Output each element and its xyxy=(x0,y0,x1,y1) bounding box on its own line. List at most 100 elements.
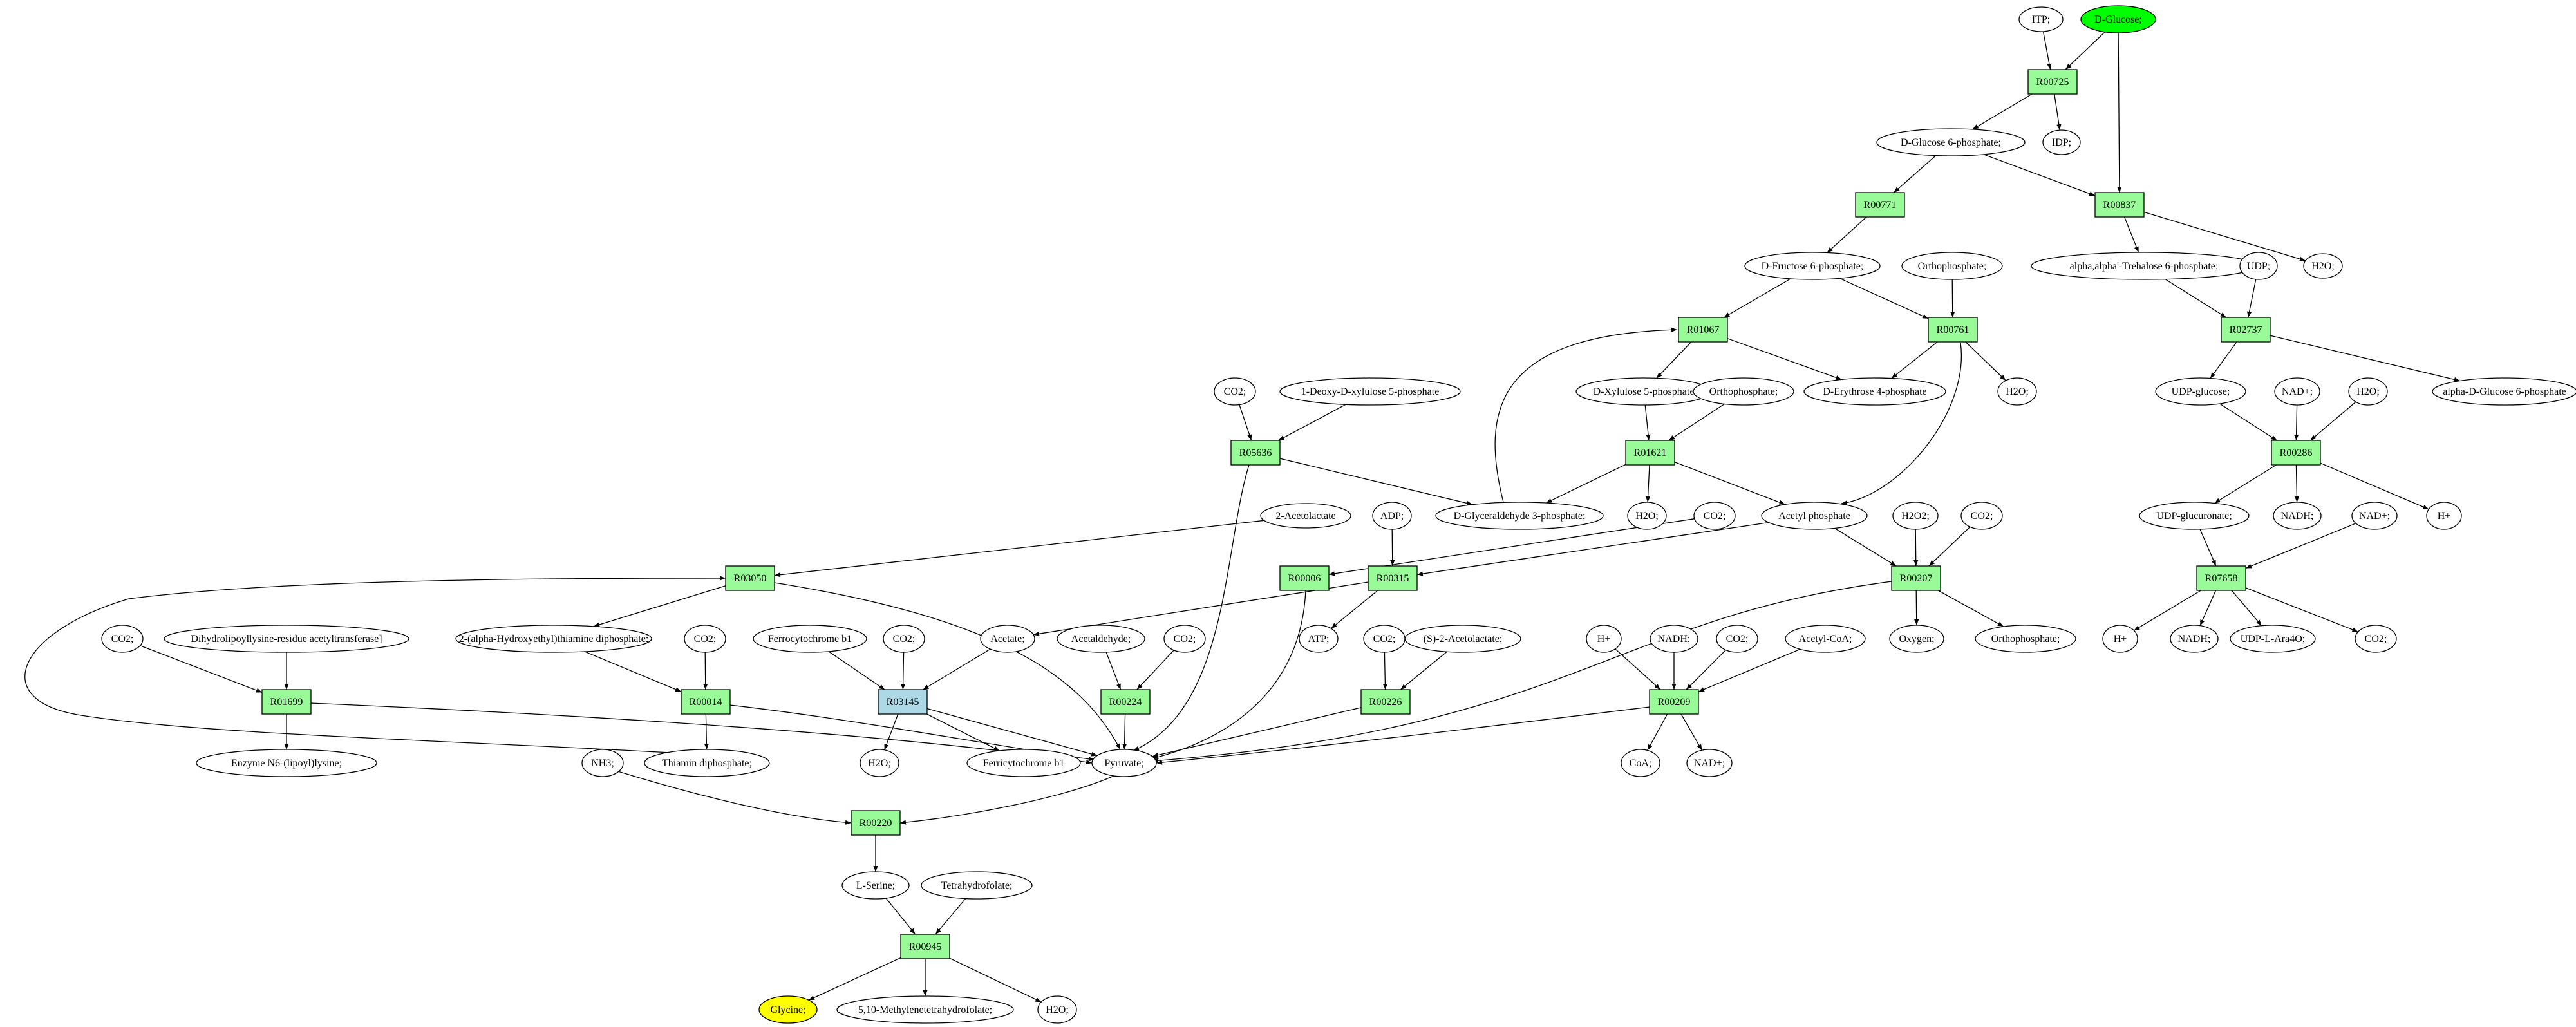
compound-node-udp[interactable]: UDP; xyxy=(2239,252,2278,280)
compound-ellipse xyxy=(1299,625,1339,653)
compound-node-ortho2[interactable]: Orthophosphate; xyxy=(1693,377,1794,406)
edge-co2-5-to-r00014 xyxy=(703,652,708,690)
compound-node-tpp[interactable]: Thiamin diphosphate; xyxy=(644,749,770,777)
compound-node-nadh-2[interactable]: NADH; xyxy=(1650,625,1698,653)
edge-acetate-to-r03145 xyxy=(923,648,991,690)
reaction-node-r00837[interactable]: R00837 xyxy=(2094,192,2145,218)
reaction-node-r00771[interactable]: R00771 xyxy=(1855,192,1905,218)
compound-node-hp-1[interactable]: H+ xyxy=(2426,502,2462,530)
compound-node-udpara[interactable]: UDP-L-Ara4O; xyxy=(2230,625,2316,653)
node-label: 2-Acetolactate xyxy=(1275,511,1335,522)
node-label: R07658 xyxy=(2205,573,2238,584)
compound-node-gap[interactable]: D-Glyceraldehyde 3-phosphate; xyxy=(1435,502,1604,530)
compound-node-hp-2[interactable]: H+ xyxy=(1586,625,1622,653)
compound-node-co2-6[interactable]: CO2; xyxy=(883,625,925,653)
compound-node-udpglc[interactable]: UDP-glucose; xyxy=(2155,377,2246,406)
compound-node-acetolactate[interactable]: 2-Acetolactate xyxy=(1260,503,1351,529)
compound-node-h2o-6[interactable]: H2O; xyxy=(1037,995,1077,1024)
compound-node-dxp[interactable]: 1-Deoxy-D-xylulose 5-phosphate xyxy=(1279,377,1461,406)
compound-node-udpglca[interactable]: UDP-glucuronate; xyxy=(2139,502,2250,530)
compound-node-acetaldehyde[interactable]: Acetaldehyde; xyxy=(1057,625,1145,653)
compound-node-nadh-3[interactable]: NADH; xyxy=(2170,625,2219,653)
compound-node-co2-1[interactable]: CO2; xyxy=(1214,377,1256,406)
compound-node-hetpp[interactable]: 2-(alpha-Hydroxyethyl)thiamine diphospha… xyxy=(455,625,652,653)
reaction-node-r00315[interactable]: R00315 xyxy=(1368,565,1418,591)
compound-node-h2o-3[interactable]: H2O; xyxy=(2348,377,2388,406)
reaction-node-r00226[interactable]: R00226 xyxy=(1360,689,1411,715)
compound-node-acp[interactable]: Acetyl phosphate xyxy=(1761,502,1868,530)
compound-node-h2o-5[interactable]: H2O; xyxy=(860,749,899,777)
compound-node-dlat[interactable]: Dihydrolipoyllysine-residue acetyltransf… xyxy=(164,625,409,653)
compound-node-methf[interactable]: 5,10-Methylenetetrahydrofolate; xyxy=(836,995,1014,1024)
compound-node-adp[interactable]: ADP; xyxy=(1372,502,1412,530)
reaction-node-r00220[interactable]: R00220 xyxy=(851,810,901,836)
compound-node-nad-3[interactable]: NAD+; xyxy=(1686,749,1733,777)
node-label: R00220 xyxy=(860,818,892,829)
reaction-node-r00207[interactable]: R00207 xyxy=(1891,565,1941,591)
compound-node-nadh-1[interactable]: NADH; xyxy=(2273,502,2322,530)
compound-node-g6p[interactable]: D-Glucose 6-phosphate; xyxy=(1876,128,2026,156)
reaction-node-r00014[interactable]: R00014 xyxy=(681,689,731,715)
compound-node-ferrib1[interactable]: Ferricytochrome b1 xyxy=(966,749,1081,777)
compound-node-hp-3[interactable]: H+ xyxy=(2102,625,2138,653)
compound-node-h2o2[interactable]: H2O2; xyxy=(1892,502,1939,530)
reaction-node-r07658[interactable]: R07658 xyxy=(2196,565,2246,591)
reaction-node-r00945[interactable]: R00945 xyxy=(900,934,950,959)
compound-node-pyruvate[interactable]: Pyruvate; xyxy=(1091,749,1157,777)
compound-node-ortho3[interactable]: Orthophosphate; xyxy=(1975,625,2076,653)
compound-node-lser[interactable]: L-Serine; xyxy=(841,871,910,900)
compound-node-atp[interactable]: ATP; xyxy=(1299,625,1339,653)
compound-node-glycine[interactable]: Glycine; xyxy=(758,995,818,1024)
compound-node-ag6p[interactable]: alpha-D-Glucose 6-phosphate xyxy=(2432,377,2576,406)
compound-node-nad-2[interactable]: NAD+; xyxy=(2351,502,2398,530)
node-label: R00226 xyxy=(1369,697,1402,708)
compound-node-nad-1[interactable]: NAD+; xyxy=(2274,377,2320,406)
reaction-node-r03145[interactable]: R03145 xyxy=(878,689,928,715)
node-label: Ferricytochrome b1 xyxy=(983,758,1065,769)
reaction-node-r00725[interactable]: R00725 xyxy=(2027,69,2078,95)
compound-node-xu5p[interactable]: D-Xylulose 5-phosphate xyxy=(1575,377,1712,406)
compound-node-h2o-2[interactable]: H2O; xyxy=(1997,377,2037,406)
compound-node-oxygen[interactable]: Oxygen; xyxy=(1889,625,1944,653)
reaction-node-r01067[interactable]: R01067 xyxy=(1678,317,1728,343)
compound-node-ortho1[interactable]: Orthophosphate; xyxy=(1901,252,2003,280)
reaction-node-r00761[interactable]: R00761 xyxy=(1928,317,1978,343)
compound-node-co2-10[interactable]: CO2; xyxy=(2355,625,2397,653)
compound-node-sacetolactate[interactable]: (S)-2-Acetolactate; xyxy=(1404,625,1521,653)
compound-node-itp[interactable]: ITP; xyxy=(2018,6,2064,32)
compound-node-co2-9[interactable]: CO2; xyxy=(1716,625,1758,653)
reaction-node-r05636[interactable]: R05636 xyxy=(1230,440,1281,466)
compound-node-co2-8[interactable]: CO2; xyxy=(1363,625,1406,653)
compound-node-ferrob1[interactable]: Ferrocytochrome b1 xyxy=(753,625,867,653)
reaction-node-r00209[interactable]: R00209 xyxy=(1649,689,1699,715)
compound-node-nh3[interactable]: NH3; xyxy=(581,749,624,777)
compound-node-thf[interactable]: Tetrahydrofolate; xyxy=(921,871,1033,900)
reaction-node-r01621[interactable]: R01621 xyxy=(1625,440,1675,466)
compound-node-co2-4[interactable]: CO2; xyxy=(101,625,144,653)
compound-node-acetate[interactable]: Acetate; xyxy=(980,625,1035,653)
edge-r00725-to-g6p xyxy=(1972,93,2033,130)
compound-node-co2-2[interactable]: CO2; xyxy=(1693,502,1736,530)
compound-node-f6p[interactable]: D-Fructose 6-phosphate; xyxy=(1744,252,1881,280)
edge-r00725-to-idp xyxy=(2054,93,2062,131)
compound-node-coa[interactable]: CoA; xyxy=(1621,749,1660,777)
reaction-node-r00286[interactable]: R00286 xyxy=(2271,440,2321,466)
compound-node-enzlip[interactable]: Enzyme N6-(lipoyl)lysine; xyxy=(196,749,377,777)
compound-node-h2o-1[interactable]: H2O; xyxy=(2303,253,2343,279)
reaction-node-r00224[interactable]: R00224 xyxy=(1100,689,1151,715)
compound-node-co2-7[interactable]: CO2; xyxy=(1163,625,1206,653)
reaction-node-r03050[interactable]: R03050 xyxy=(725,565,775,591)
compound-node-tre6p[interactable]: alpha,alpha'-Trehalose 6-phosphate; xyxy=(2031,252,2257,280)
compound-node-dglc[interactable]: D-Glucose; xyxy=(2080,5,2156,33)
compound-node-co2-3[interactable]: CO2; xyxy=(1960,502,2003,530)
reaction-node-r00006[interactable]: R00006 xyxy=(1279,565,1330,591)
compound-node-co2-5[interactable]: CO2; xyxy=(684,625,726,653)
compound-node-e4p[interactable]: D-Erythrose 4-phosphate xyxy=(1803,377,1946,406)
reaction-node-r02737[interactable]: R02737 xyxy=(2221,317,2271,343)
edge-r00761-to-e4p xyxy=(1891,341,1938,379)
compound-node-idp[interactable]: IDP; xyxy=(2042,129,2081,155)
reaction-node-r01699[interactable]: R01699 xyxy=(261,689,312,715)
compound-node-accoa[interactable]: Acetyl-CoA; xyxy=(1785,625,1866,653)
compound-node-h2o-4[interactable]: H2O; xyxy=(1627,502,1667,530)
